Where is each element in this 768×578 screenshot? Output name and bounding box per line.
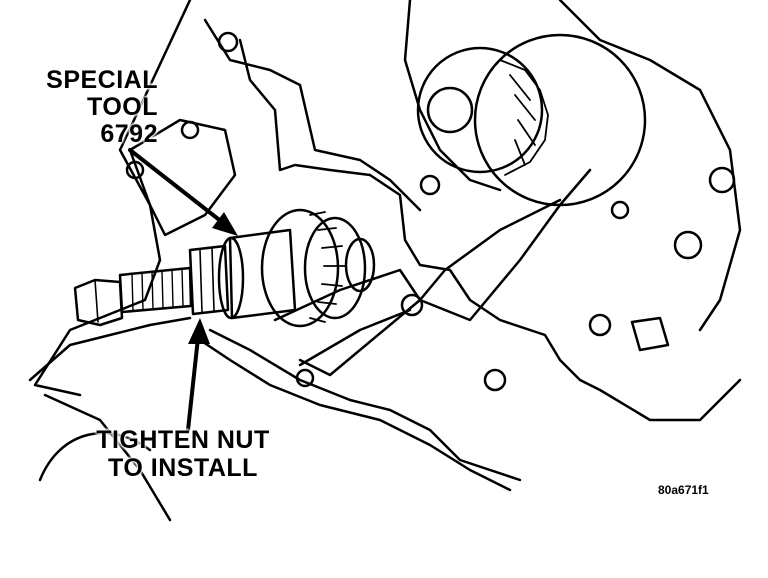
pump-bolt-3	[588, 313, 612, 337]
rear-housing-edge	[403, 0, 742, 332]
timing-cover-edge	[238, 38, 742, 422]
tighten-nut-line-2: TO INSTALL	[108, 454, 258, 482]
pump-bolt-1	[419, 174, 441, 196]
special-tool-line-2: TOOL	[87, 93, 158, 121]
screw-hex-flat	[94, 279, 99, 323]
pump-boss-right	[708, 166, 736, 194]
special-tool-line-1: SPECIAL	[46, 66, 158, 94]
pump-bolt-2	[610, 200, 630, 220]
tool-nut-flats	[199, 247, 215, 313]
belt-cover-strap	[298, 198, 562, 377]
tighten-nut-callout: TIGHTEN NUT TO INSTALL	[88, 428, 278, 481]
tool-nut	[188, 244, 230, 316]
crank-bore	[344, 237, 376, 293]
timing-belt	[273, 168, 592, 367]
special-tool-number: 6792	[100, 120, 158, 148]
lower-pulley-arc	[38, 431, 152, 482]
tighten-nut-leader	[186, 336, 200, 432]
lower-block-edge	[208, 328, 522, 482]
tool-sleeve	[228, 228, 297, 320]
crank-sprocket-outer	[260, 208, 340, 328]
strap-fastener-1	[400, 293, 424, 317]
figure-id: 80a671f1	[658, 483, 709, 497]
tighten-nut-line-1: TIGHTEN NUT	[96, 426, 270, 454]
special-tool-leader	[128, 148, 224, 224]
engine-block-outline	[33, 0, 422, 397]
pump-boss-low	[673, 230, 703, 260]
special-tool-arrowhead	[212, 212, 238, 236]
crank-sprocket-teeth	[309, 211, 346, 323]
sprocket-teeth	[499, 59, 549, 176]
screw-threads	[131, 268, 184, 312]
side-block	[630, 316, 670, 352]
crank-sprocket-inner	[303, 216, 367, 320]
camshaft-sprocket-hub	[426, 86, 474, 134]
strap-fastener-2	[295, 368, 315, 388]
lower-mount	[28, 316, 192, 522]
block-bolt-low	[483, 368, 507, 392]
camshaft-sprocket-outer	[416, 46, 544, 174]
bracket-bolt-mid	[180, 120, 200, 140]
bracket-bolt-top	[217, 31, 239, 53]
bracket-bolt-low	[125, 160, 145, 180]
tighten-nut-arrowhead	[188, 318, 210, 344]
oil-pan-rail	[198, 338, 512, 492]
tool-sleeve-face	[217, 236, 245, 320]
special-tool-callout: SPECIAL TOOL 6792	[38, 68, 158, 147]
